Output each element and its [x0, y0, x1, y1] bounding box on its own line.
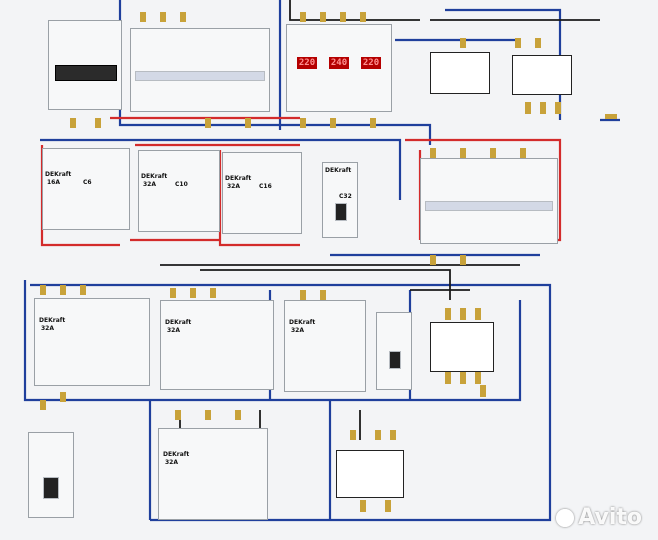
single-breaker-mid: DEKraft C32	[322, 162, 358, 238]
rcd-group-4: 32A DEKraft	[34, 298, 150, 386]
brand-label-3: DEKraft	[225, 175, 252, 182]
avito-logo-icon	[556, 508, 575, 527]
voltage-display-1: 220	[297, 57, 317, 69]
breaker-group-top-1	[130, 28, 270, 112]
voltage-relay-group: 220 240 220	[286, 24, 392, 112]
rcd-rating-6: 32A	[291, 327, 304, 334]
rcd-rating-4: 32A	[41, 325, 54, 332]
breaker-label-c6: C6	[83, 179, 92, 186]
rcd-group-3: 32A C16 DEKraft	[222, 152, 302, 234]
single-breaker-bottom	[28, 432, 74, 518]
brand-label-6: DEKraft	[165, 319, 192, 326]
rcd-rating-5: 32A	[167, 327, 180, 334]
brand-label-8: DEKraft	[163, 451, 190, 458]
breaker-label-c16: C16	[259, 183, 272, 190]
brand-label-4: DEKraft	[325, 167, 352, 174]
single-breaker-lower	[376, 312, 412, 390]
terminal-block-bottom	[336, 450, 404, 498]
main-switch-4pole	[48, 20, 122, 110]
rcd-rating-1: 16A	[47, 179, 60, 186]
rcd-rating-2: 32A	[143, 181, 156, 188]
rcd-group-7: 32A DEKraft	[158, 428, 268, 520]
rcd-group-2: 32A C10 DEKraft	[138, 150, 220, 232]
brand-label-7: DEKraft	[289, 319, 316, 326]
watermark: Avito	[556, 505, 642, 530]
breaker-label-c32: C32	[339, 193, 352, 200]
terminal-block-top-1	[430, 52, 490, 94]
voltage-display-3: 220	[361, 57, 381, 69]
brand-label-2: DEKraft	[141, 173, 168, 180]
terminal-block-mid	[430, 322, 494, 372]
breaker-label-c10: C10	[175, 181, 188, 188]
brand-label-5: DEKraft	[39, 317, 66, 324]
watermark-text: Avito	[578, 505, 642, 530]
rcd-group-6: 32A DEKraft	[284, 300, 366, 392]
rcd-rating-3: 32A	[227, 183, 240, 190]
terminal-block-top-2	[512, 55, 572, 95]
rcd-group-1: 16A C6 DEKraft	[42, 148, 130, 230]
neutral-wires	[23, 0, 620, 522]
rcd-group-5: 32A DEKraft	[160, 300, 274, 390]
rcd-rating-7: 32A	[165, 459, 178, 466]
breaker-group-mid-right	[420, 158, 558, 244]
voltage-display-2: 240	[329, 57, 349, 69]
terminal-lugs	[40, 12, 617, 520]
brand-label-1: DEKraft	[45, 171, 72, 178]
